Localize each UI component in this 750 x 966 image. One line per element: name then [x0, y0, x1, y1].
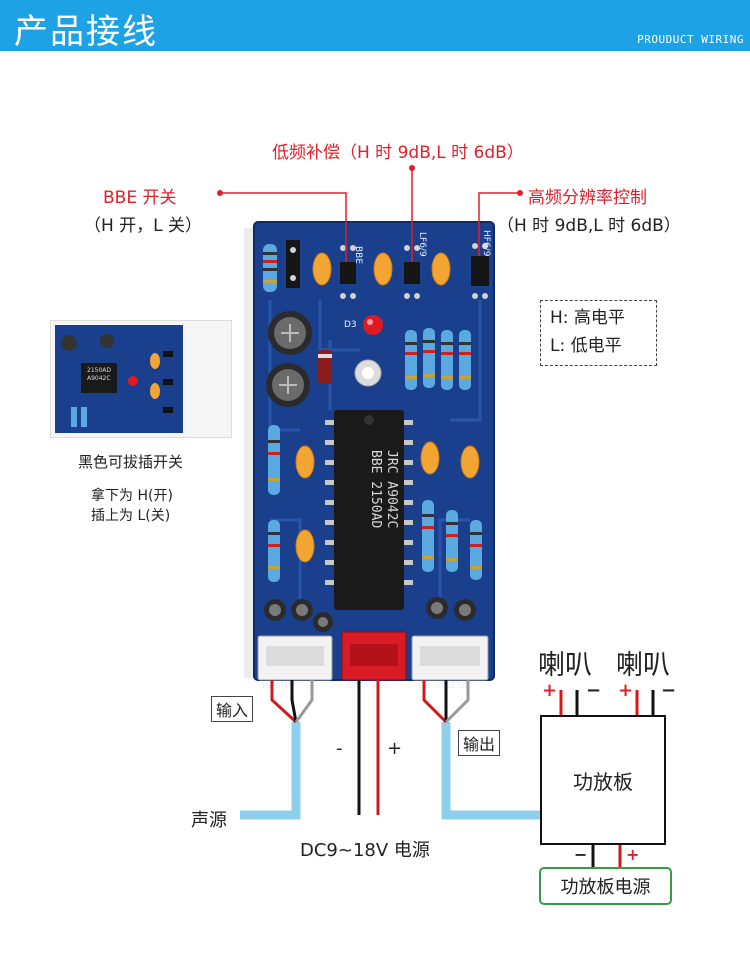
cap-top-2 [373, 252, 393, 286]
bbe-switch-hl: （H 开，L 关） [84, 216, 203, 236]
amplifier-power-label: 功放板电源 [560, 877, 651, 898]
chip-label-2: JRC A9042C [384, 450, 399, 528]
header-banner: 产品接线 PROUDUCT WIRING [0, 0, 750, 52]
resistor-array-right [405, 328, 471, 390]
source-label: 声源 [191, 810, 227, 831]
conn-power-label: GND VCC [347, 681, 389, 691]
cap-left-2 [295, 529, 315, 563]
silk-hf: HF6/9 [481, 230, 491, 257]
hf-jumper [471, 256, 489, 286]
output-label: 输出 [458, 730, 501, 756]
jumper-note-line2: 插上为 L(关) [91, 508, 171, 524]
output-cable [441, 722, 540, 820]
speaker-2-minus: − [661, 680, 677, 701]
jumper-caption: 黑色可拔插开关 [78, 453, 184, 471]
resistor-right-bottom [422, 500, 482, 580]
output-connector [411, 635, 489, 681]
treble-control-hl: （H 时 9dB,L 时 6dB） [497, 216, 681, 236]
bass-compensation-label: 低频补偿（H 时 9dB,L 时 6dB） [272, 143, 524, 163]
amplifier-power-box: 功放板电源 [539, 867, 672, 905]
cap-top-1 [312, 252, 332, 286]
inset-chip-label-2: A9042C [87, 375, 111, 382]
page-title: 产品接线 [14, 12, 158, 52]
diode [318, 350, 332, 384]
inset-chip-label-1: 2150AD [87, 367, 111, 374]
ic-chip: BBE 2150AD JRC A9042C [325, 410, 413, 610]
pcb-board: BBE LF6/9 HF6/9 D3 [244, 221, 495, 691]
chip-label-1: BBE 2150AD [368, 450, 383, 528]
speaker-1-plus: + [542, 680, 558, 701]
conn-out-label: OR GND OL [418, 681, 470, 691]
speaker-1-label: 喇叭 [538, 650, 592, 681]
conn-in-label: IN GND [262, 681, 295, 691]
silk-lf: LF6/9 [417, 232, 427, 257]
power-supply-label: DC9~18V 电源 [300, 840, 430, 861]
treble-control-label: 高频分辨率控制 [528, 188, 647, 208]
legend-high: H: 高电平 [550, 308, 625, 328]
input-label: 输入 [211, 696, 254, 722]
amplifier-board-label: 功放板 [573, 769, 633, 794]
power-plus-sign: + [387, 738, 403, 759]
header-pin-1 [286, 240, 300, 288]
electrolytic-cap-2 [266, 363, 310, 407]
power-connector [341, 631, 407, 681]
page-subtitle: PROUDUCT WIRING [637, 33, 744, 46]
silk-bbe: BBE [353, 246, 363, 264]
amplifier-board: 功放板 [540, 715, 666, 845]
resistor-top-left [263, 244, 277, 292]
legend-low: L: 低电平 [550, 336, 622, 356]
cap-top-3 [431, 252, 451, 286]
cap-right-2 [460, 445, 480, 479]
speaker-2-label: 喇叭 [616, 650, 670, 681]
jumper-note-line1: 拿下为 H(开) [91, 488, 173, 504]
bbe-switch-label: BBE 开关 [103, 188, 177, 208]
annotation-lines [220, 168, 520, 262]
bbe-jumper [340, 262, 356, 284]
input-connector [257, 635, 333, 681]
speaker-2-plus: + [618, 680, 634, 701]
silk-d3: D3 [344, 320, 357, 330]
cap-right-1 [420, 441, 440, 475]
power-minus-sign: - [336, 738, 343, 759]
speaker-1-minus: − [586, 680, 602, 701]
level-legend: H: 高电平 L: 低电平 [540, 300, 657, 366]
lf-jumper [404, 262, 420, 284]
inset-board-photo: 2150AD A9042C [50, 320, 232, 438]
resistor-left-mid [268, 425, 280, 582]
amp-power-minus: − [574, 845, 588, 864]
amp-power-plus: + [626, 845, 640, 864]
electrolytic-cap-1 [268, 311, 312, 355]
red-led [363, 315, 383, 335]
cap-left-1 [295, 445, 315, 479]
source-cable [240, 722, 301, 820]
